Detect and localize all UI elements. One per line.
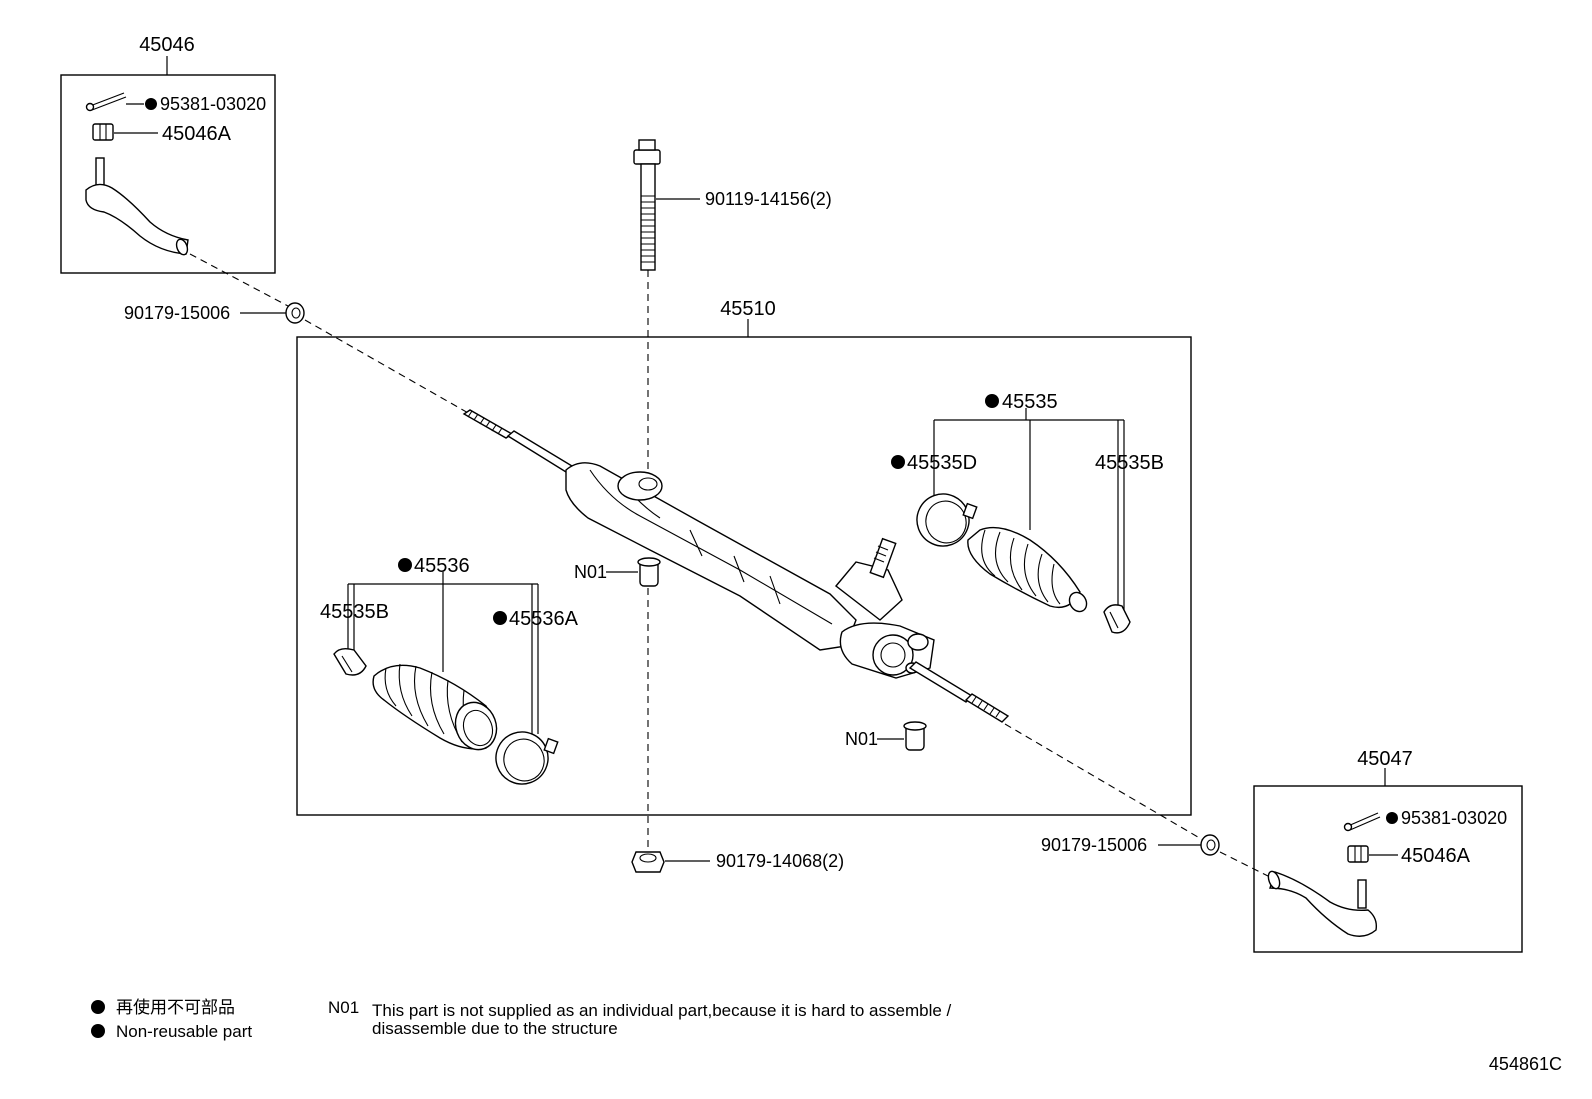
boot-clamp-rh-icon bbox=[916, 493, 978, 547]
figure-id: 454861C bbox=[1489, 1054, 1562, 1074]
label-45046A-lh[interactable]: 45046A bbox=[162, 123, 232, 145]
legend-dot-icon bbox=[91, 1024, 105, 1038]
non-reusable-dot-icon bbox=[493, 611, 507, 625]
label-45535B-lh[interactable]: 45535B bbox=[320, 601, 389, 623]
label-90179-15006-lh[interactable]: 90179-15006 bbox=[124, 303, 230, 323]
label-45535B-rh[interactable]: 45535B bbox=[1095, 452, 1164, 474]
lock-nut-rh-icon bbox=[1200, 834, 1220, 856]
cotter-pin-lh-icon bbox=[85, 92, 127, 112]
non-reusable-dot-icon bbox=[891, 455, 905, 469]
non-reusable-dot-icon bbox=[145, 98, 157, 110]
note-line-2: disassemble due to the structure bbox=[372, 1019, 618, 1038]
boot-clip-rh-icon bbox=[1103, 604, 1131, 634]
label-45536[interactable]: 45536 bbox=[414, 555, 470, 577]
label-95381-03020-lh[interactable]: 95381-03020 bbox=[160, 94, 266, 114]
flange-nut-icon bbox=[631, 851, 665, 873]
castle-nut-rh-icon bbox=[1347, 845, 1369, 863]
tie-rod-end-lh-icon bbox=[85, 157, 189, 256]
rack-boot-lh-icon bbox=[372, 663, 498, 751]
label-45535[interactable]: 45535 bbox=[1002, 391, 1058, 413]
castle-nut-lh-icon bbox=[92, 123, 114, 141]
label-n01-upper[interactable]: N01 bbox=[574, 562, 607, 582]
non-reusable-dot-icon bbox=[1386, 812, 1398, 824]
box-45046 bbox=[60, 74, 276, 274]
lock-nut-lh-icon bbox=[285, 302, 305, 324]
non-reusable-dot-icon bbox=[398, 558, 412, 572]
boot-clip-lh-icon bbox=[333, 647, 367, 676]
label-45535D[interactable]: 45535D bbox=[907, 452, 977, 474]
label-45046A-rh[interactable]: 45046A bbox=[1401, 845, 1471, 867]
label-45510[interactable]: 45510 bbox=[720, 298, 776, 320]
label-90179-15006-rh[interactable]: 90179-15006 bbox=[1041, 835, 1147, 855]
legend-dot-icon bbox=[91, 1000, 105, 1014]
label-90119-14156[interactable]: 90119-14156(2) bbox=[705, 189, 832, 209]
label-95381-03020-rh[interactable]: 95381-03020 bbox=[1401, 808, 1507, 828]
label-45047[interactable]: 45047 bbox=[1357, 748, 1413, 770]
label-90179-14068[interactable]: 90179-14068(2) bbox=[716, 851, 844, 871]
legend-en: Non-reusable part bbox=[116, 1022, 252, 1041]
steering-rack-icon bbox=[462, 409, 1010, 723]
note-code: N01 bbox=[328, 998, 359, 1017]
label-n01-lower[interactable]: N01 bbox=[845, 729, 878, 749]
legend-jp: 再使用不可部品 bbox=[116, 997, 235, 1017]
label-45536A[interactable]: 45536A bbox=[509, 608, 579, 630]
bolt-icon bbox=[633, 139, 661, 271]
rack-boot-rh-icon bbox=[967, 526, 1088, 613]
non-reusable-dot-icon bbox=[985, 394, 999, 408]
tie-rod-end-rh-icon bbox=[1267, 870, 1378, 937]
note-line-1: This part is not supplied as an individu… bbox=[372, 1001, 952, 1020]
box-45510 bbox=[296, 336, 1192, 816]
mount-bushing-upper-icon bbox=[637, 557, 661, 587]
label-45046[interactable]: 45046 bbox=[139, 34, 195, 56]
mount-bushing-lower-icon bbox=[903, 721, 927, 751]
boot-clamp-lh-icon bbox=[495, 731, 559, 785]
cotter-pin-rh-icon bbox=[1343, 812, 1381, 832]
